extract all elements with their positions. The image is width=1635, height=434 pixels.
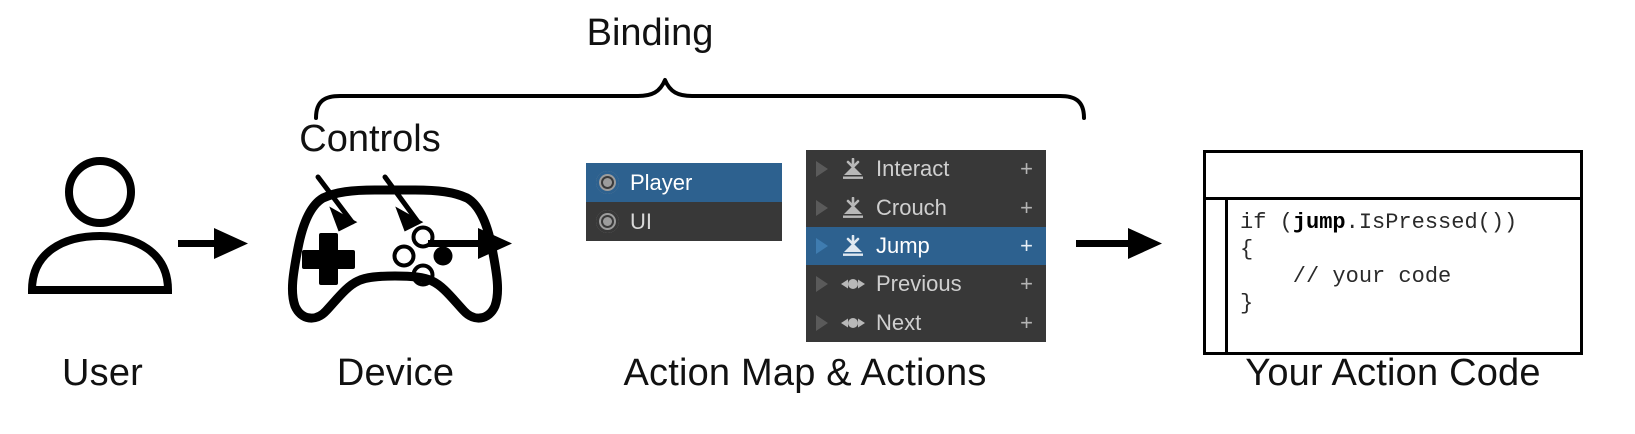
binding-brace bbox=[314, 78, 1086, 120]
code-editor-text[interactable]: if (jump.IsPressed()) { // your code } bbox=[1228, 200, 1580, 352]
action-map-panel: Player UI bbox=[586, 163, 782, 241]
action-label: Previous bbox=[876, 271, 962, 297]
caption-code: Your Action Code bbox=[1245, 352, 1541, 394]
action-row-interact[interactable]: Interact + bbox=[806, 150, 1046, 188]
chevron-right-icon[interactable] bbox=[816, 314, 828, 331]
gamepad-face-buttons-icon bbox=[392, 225, 453, 287]
code-editor-gutter bbox=[1206, 200, 1228, 352]
code-line-1-post: .IsPressed()) bbox=[1345, 210, 1518, 235]
action-label: Interact bbox=[876, 156, 950, 182]
axis-1d-action-icon bbox=[841, 317, 865, 328]
controls-label: Controls bbox=[299, 118, 441, 160]
action-row-crouch[interactable]: Crouch + bbox=[806, 188, 1046, 226]
action-map-icon bbox=[596, 171, 619, 194]
action-row-next[interactable]: Next + bbox=[806, 304, 1046, 342]
binding-label: Binding bbox=[586, 12, 714, 54]
code-line-3: // your code bbox=[1240, 264, 1452, 289]
chevron-right-icon[interactable] bbox=[816, 199, 828, 216]
action-map-row-player[interactable]: Player bbox=[586, 163, 782, 202]
caption-action-map: Action Map & Actions bbox=[623, 352, 987, 394]
chevron-right-icon[interactable] bbox=[816, 161, 828, 178]
code-editor-titlebar bbox=[1206, 153, 1580, 200]
add-binding-button[interactable]: + bbox=[1020, 271, 1033, 297]
code-editor-window: if (jump.IsPressed()) { // your code } bbox=[1203, 150, 1583, 355]
code-line-1-pre: if ( bbox=[1240, 210, 1293, 235]
action-row-jump[interactable]: Jump + bbox=[806, 226, 1046, 266]
action-map-icon bbox=[596, 210, 619, 233]
arrow-actions-to-code bbox=[1076, 228, 1162, 259]
action-map-label: UI bbox=[630, 208, 652, 234]
axis-1d-action-icon bbox=[841, 279, 865, 290]
button-action-icon bbox=[843, 196, 863, 218]
chevron-right-icon[interactable] bbox=[816, 276, 828, 293]
caption-device: Device bbox=[336, 352, 455, 394]
action-row-previous[interactable]: Previous + bbox=[806, 265, 1046, 303]
user-avatar-icon bbox=[27, 157, 173, 294]
controls-arrows bbox=[315, 174, 424, 232]
code-line-4: } bbox=[1240, 291, 1254, 316]
caption-user: User bbox=[61, 352, 144, 394]
code-editor-body: if (jump.IsPressed()) { // your code } bbox=[1206, 200, 1580, 352]
code-line-2: { bbox=[1240, 237, 1254, 262]
chevron-right-icon[interactable] bbox=[816, 237, 828, 254]
action-map-row-ui[interactable]: UI bbox=[586, 202, 782, 241]
action-map-label: Player bbox=[630, 169, 693, 195]
add-binding-button[interactable]: + bbox=[1020, 194, 1033, 220]
arrow-device-to-actions bbox=[428, 228, 512, 259]
button-action-icon bbox=[843, 234, 863, 256]
action-label: Jump bbox=[876, 232, 930, 258]
gamepad-dpad-icon bbox=[302, 233, 355, 285]
code-line-1-bold: jump bbox=[1292, 210, 1346, 235]
gamepad-icon bbox=[287, 185, 503, 323]
add-binding-button[interactable]: + bbox=[1020, 309, 1033, 335]
actions-panel: Interact + Crouch + Jump + bbox=[806, 150, 1046, 342]
add-binding-button[interactable]: + bbox=[1020, 156, 1033, 182]
action-label: Crouch bbox=[876, 194, 947, 220]
action-label: Next bbox=[876, 309, 922, 335]
arrow-user-to-device bbox=[178, 228, 248, 259]
add-binding-button[interactable]: + bbox=[1020, 232, 1033, 258]
button-action-icon bbox=[843, 158, 863, 180]
